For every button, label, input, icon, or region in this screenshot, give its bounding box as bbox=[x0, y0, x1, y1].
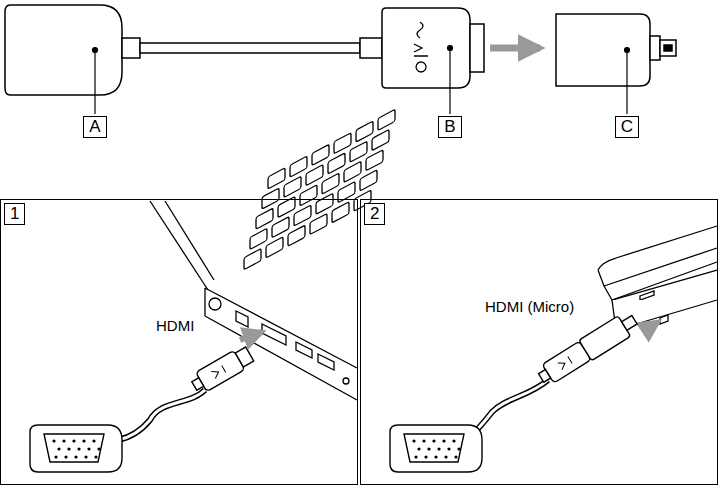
direction-arrow bbox=[240, 332, 262, 340]
laptop-edge bbox=[598, 226, 717, 330]
leader-lines bbox=[93, 46, 630, 115]
adapter-cable bbox=[5, 5, 676, 95]
part-letter: A bbox=[83, 116, 106, 138]
callout-number: 1 bbox=[4, 203, 25, 225]
step-panel: 2HDMI (Micro) bbox=[360, 199, 718, 485]
direction-arrow bbox=[646, 322, 658, 330]
laptop-side bbox=[150, 109, 395, 400]
port-label: HDMI bbox=[154, 317, 196, 335]
hdmi-plug-cable bbox=[30, 344, 255, 472]
step-panel: 1HDMI bbox=[0, 199, 358, 485]
port-label: HDMI (Micro) bbox=[483, 298, 576, 316]
direction-arrow bbox=[490, 45, 540, 52]
part-letter: B bbox=[438, 116, 461, 138]
callout-number: 2 bbox=[364, 203, 385, 225]
micro-adapter-cable bbox=[390, 310, 641, 472]
part-letter: C bbox=[615, 116, 639, 138]
